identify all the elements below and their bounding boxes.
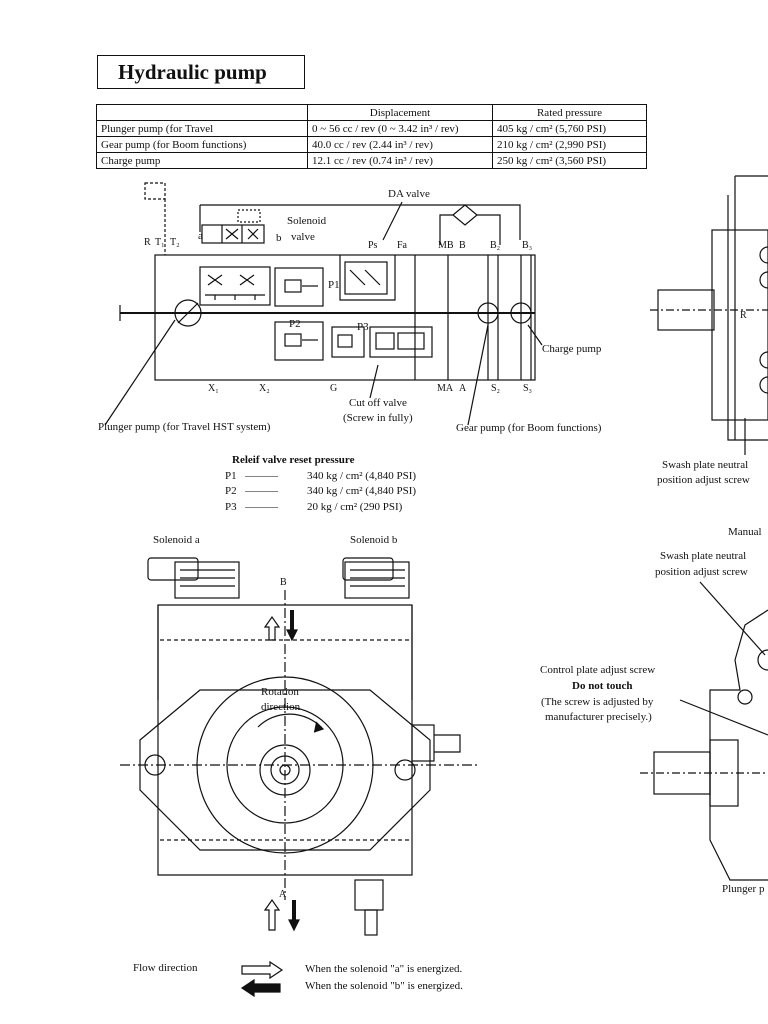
p1-label: P1 <box>328 279 340 291</box>
port-t1-label: T₁ <box>155 237 165 248</box>
pump-front-view <box>120 557 480 936</box>
swash-label-top: Swash plate neutral <box>662 459 749 471</box>
flow-legend-arrows <box>240 960 284 998</box>
port-r-label: R <box>144 237 151 248</box>
solenoid-b-label: Solenoid b <box>350 534 398 546</box>
port-a-label: a <box>198 230 203 242</box>
cutoff-valve-note: (Screw in fully) <box>343 412 413 424</box>
control-plate-note-2: manufacturer precisely.) <box>545 711 652 723</box>
port-s3-label: S₃ <box>523 383 533 394</box>
port-x2-label: X₂ <box>259 383 270 394</box>
page-title: Hydraulic pump <box>97 55 305 89</box>
swash-label-mid-2: position adjust screw <box>655 566 748 578</box>
swash-label-mid: Swash plate neutral <box>660 550 747 562</box>
table-cell: 0 ~ 56 cc / rev (0 ~ 3.42 in³ / rev) <box>307 120 493 137</box>
relief-p1-name: P1 <box>225 470 237 482</box>
rotation-label-2: direction <box>261 701 301 713</box>
table-cell: Charge pump <box>96 152 308 169</box>
relief-title: Releif valve reset pressure <box>232 454 355 466</box>
port-s2-label: S₂ <box>491 383 501 394</box>
cutoff-valve-label: Cut off valve <box>349 397 407 409</box>
table-cell: 12.1 cc / rev (0.74 in³ / rev) <box>307 152 493 169</box>
port-ps-label: Ps <box>368 240 378 251</box>
port-g-label: G <box>330 383 338 394</box>
port-t2-label: T₂ <box>170 237 180 248</box>
port-b3-label: B₃ <box>522 240 533 251</box>
port-b-label: b <box>276 232 282 244</box>
port-fa-label: Fa <box>397 240 407 251</box>
relief-p2-name: P2 <box>225 485 237 497</box>
solenoid-valve-label: Solenoid <box>287 215 327 227</box>
right-top-r-label: R <box>740 310 747 321</box>
table-header: Displacement <box>307 104 493 121</box>
port-mb-label: MB <box>438 240 454 251</box>
port-b-drawing-label: B <box>280 577 287 588</box>
p3-label: P3 <box>357 321 369 333</box>
manual-label: Manual <box>728 526 762 538</box>
hydraulic-schematic <box>104 182 543 426</box>
legend-b-text: When the solenoid "b" is energized. <box>305 980 463 992</box>
table-cell: Gear pump (for Boom functions) <box>96 136 308 153</box>
port-ma-label: MA <box>437 383 454 394</box>
control-plate-label: Control plate adjust screw <box>540 664 656 676</box>
solenoid-a-label: Solenoid a <box>153 534 200 546</box>
spec-table: Displacement Rated pressure Plunger pump… <box>96 104 647 169</box>
relief-p3-name: P3 <box>225 501 237 513</box>
p2-label: P2 <box>289 318 301 330</box>
legend-a-text: When the solenoid "a" is energized. <box>305 963 463 975</box>
port-a-drawing-label: A <box>279 889 287 900</box>
relief-p3-value: 20 kg / cm² (290 PSI) <box>307 501 403 513</box>
page-title-text: Hydraulic pump <box>118 59 267 84</box>
relief-p1-value: 340 kg / cm² (4,840 PSI) <box>307 470 417 482</box>
swash-label-top-2: position adjust screw <box>657 474 750 486</box>
rotation-label: Rotation <box>261 686 299 698</box>
port-a-main-label: A <box>459 383 467 394</box>
table-cell: 40.0 cc / rev (2.44 in³ / rev) <box>307 136 493 153</box>
table-row: Charge pump 12.1 cc / rev (0.74 in³ / re… <box>96 152 647 169</box>
right-mid-view <box>640 581 768 881</box>
port-b-main-label: B <box>459 240 466 251</box>
control-plate-warning: Do not touch <box>572 680 633 692</box>
port-x1-label: X₁ <box>208 383 219 394</box>
control-plate-note: (The screw is adjusted by <box>541 696 654 708</box>
port-b2-label: B₂ <box>490 240 501 251</box>
da-valve-label: DA valve <box>388 188 430 200</box>
table-cell: 250 kg / cm² (3,560 PSI) <box>492 152 647 169</box>
right-top-view <box>650 175 768 455</box>
plunger-partial-label: Plunger p <box>722 883 765 895</box>
gear-pump-label: Gear pump (for Boom functions) <box>456 422 602 434</box>
flow-direction-label: Flow direction <box>133 962 198 974</box>
plunger-pump-label: Plunger pump (for Travel HST system) <box>98 421 271 433</box>
charge-pump-label: Charge pump <box>542 343 602 355</box>
solenoid-valve-label-2: valve <box>291 231 315 243</box>
relief-p2-value: 340 kg / cm² (4,840 PSI) <box>307 485 417 497</box>
